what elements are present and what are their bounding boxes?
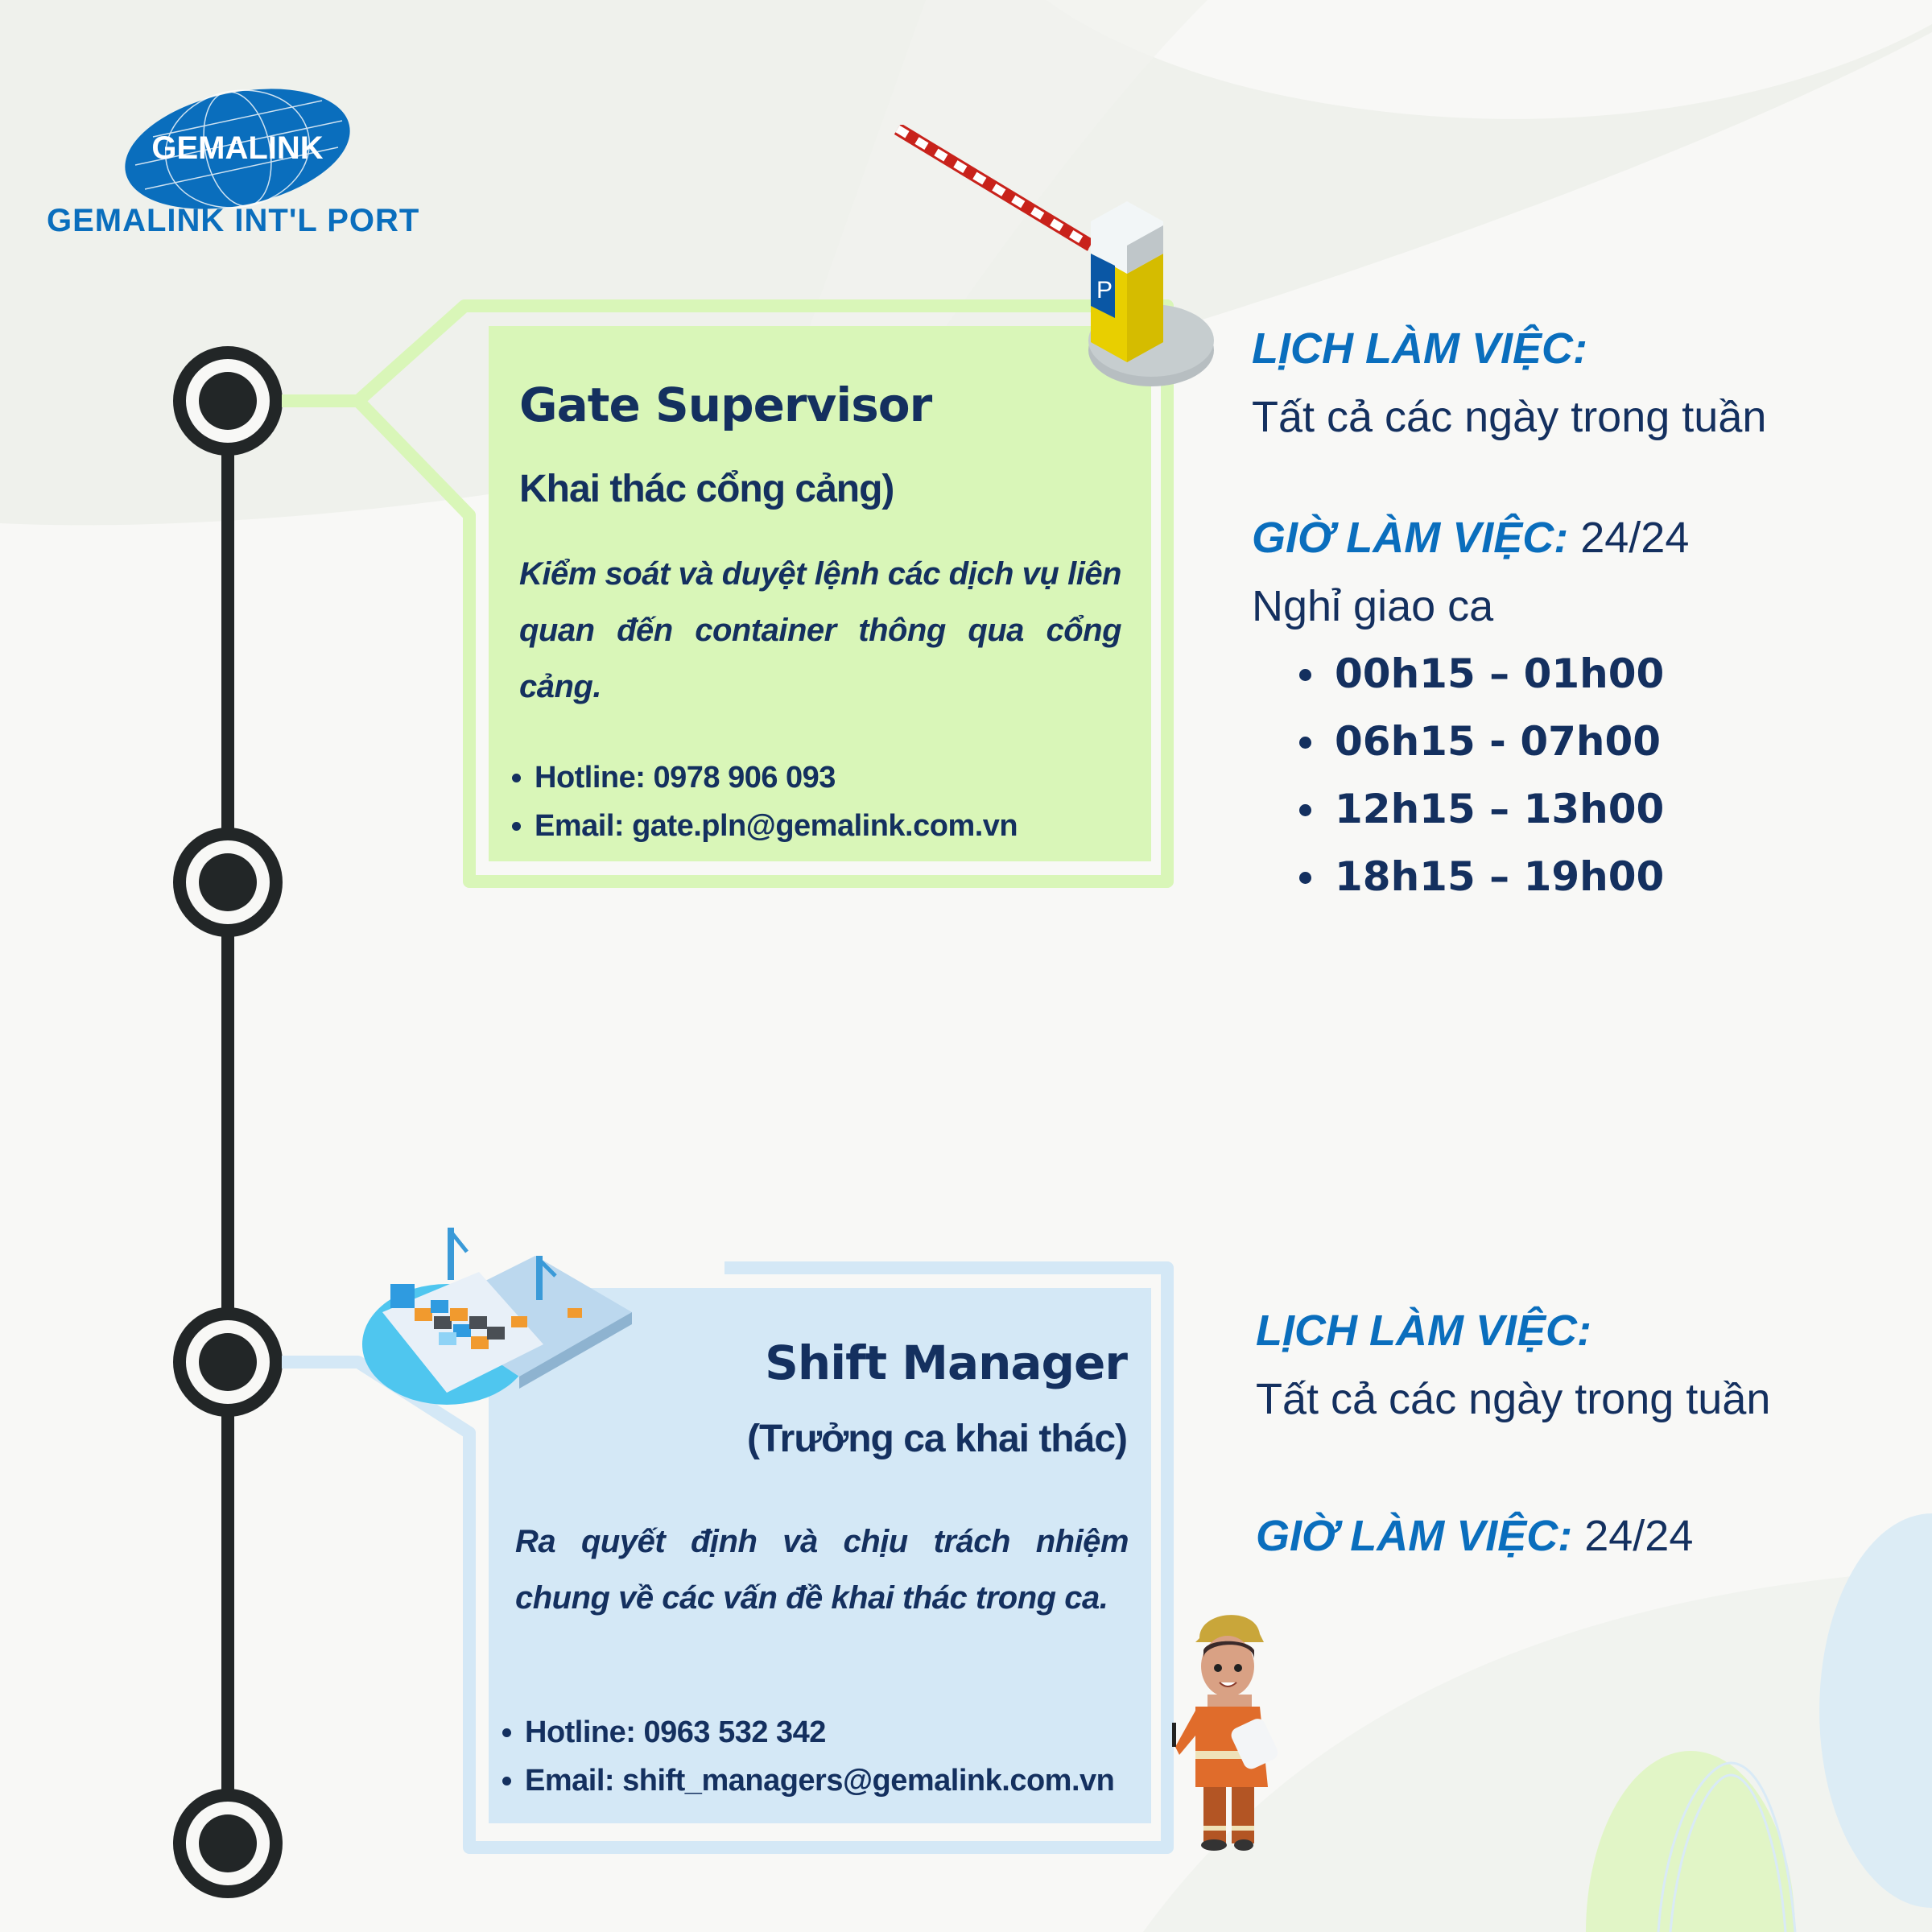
- svg-text:GEMALINK: GEMALINK: [151, 130, 323, 166]
- gate-days-value: Tất cả các ngày trong tuần: [1252, 393, 1767, 441]
- break-item: 18h15 – 19h00: [1296, 843, 1664, 910]
- decor-arc: [1669, 1773, 1787, 1932]
- shift-contact-list: Hotline: 0963 532 342 Email: shift_manag…: [499, 1708, 1115, 1805]
- brand-name: GEMALINK INT'L PORT: [47, 203, 420, 238]
- background-blob-top-light: [0, 0, 1932, 119]
- shift-days-label: LỊCH LÀM VIỆC:: [1256, 1307, 1591, 1355]
- decor-circle-green: [1586, 1751, 1795, 1932]
- svg-text:P: P: [1096, 277, 1113, 303]
- gate-break-list: 00h15 – 01h00 06h15 - 07h00 12h15 – 13h0…: [1296, 640, 1664, 910]
- gate-card-title: Gate Supervisor: [519, 378, 932, 432]
- gate-card-subtitle: Khai thác cổng cảng): [519, 468, 894, 510]
- timeline-node: [173, 828, 283, 937]
- gate-hours-value: 24/24: [1580, 514, 1690, 562]
- break-item: 00h15 – 01h00: [1296, 640, 1664, 708]
- shift-hours-value: 24/24: [1584, 1512, 1694, 1560]
- gate-hours-row: GIỜ LÀM VIỆC: 24/24: [1252, 511, 1689, 564]
- break-item: 12h15 – 13h00: [1296, 775, 1664, 843]
- timeline-node: [173, 1789, 283, 1898]
- gate-contact-list: Hotline: 0978 906 093 Email: gate.pln@ge…: [509, 753, 1018, 850]
- shift-card-subtitle: (Trưởng ca khai thác): [747, 1418, 1128, 1460]
- shift-email[interactable]: Email: shift_managers@gemalink.com.vn: [499, 1757, 1115, 1805]
- shift-hotline[interactable]: Hotline: 0963 532 342: [499, 1708, 1114, 1757]
- gate-email[interactable]: Email: gate.pln@gemalink.com.vn: [509, 802, 1018, 850]
- shift-hours-label: GIỜ LÀM VIỆC:: [1256, 1512, 1573, 1560]
- timeline-node: [173, 346, 283, 456]
- shift-days-value: Tất cả các ngày trong tuần: [1256, 1375, 1771, 1423]
- shift-card-description: Ra quyết định và chịu trách nhiệm chung …: [515, 1524, 1129, 1616]
- decor-arc: [1657, 1761, 1797, 1932]
- gate-card-description: Kiểm soát và duyệt lệnh các dịch vụ liên…: [519, 556, 1122, 704]
- parking-barrier-icon: P: [894, 125, 1216, 390]
- gate-hours-label: GIỜ LÀM VIỆC:: [1252, 514, 1569, 562]
- construction-worker-icon: [1167, 1602, 1296, 1852]
- break-item: 06h15 - 07h00: [1296, 708, 1664, 775]
- gate-break-label: Nghỉ giao ca: [1252, 582, 1494, 630]
- globe-logo-icon: GEMALINK: [125, 89, 350, 209]
- shift-card-title: Shift Manager: [765, 1335, 1128, 1390]
- timeline-node: [173, 1307, 283, 1417]
- gate-card-frame: [282, 299, 1174, 888]
- decor-circle-blue: [1819, 1513, 1932, 1908]
- gate-days-label: LỊCH LÀM VIỆC:: [1252, 324, 1587, 373]
- shift-hours-row: GIỜ LÀM VIỆC: 24/24: [1256, 1509, 1693, 1563]
- gemalink-logo: GEMALINK: [121, 76, 354, 221]
- container-ship-port-icon: [358, 1224, 640, 1433]
- shift-card-frame: [282, 1261, 1174, 1854]
- gate-hotline[interactable]: Hotline: 0978 906 093: [509, 753, 1018, 802]
